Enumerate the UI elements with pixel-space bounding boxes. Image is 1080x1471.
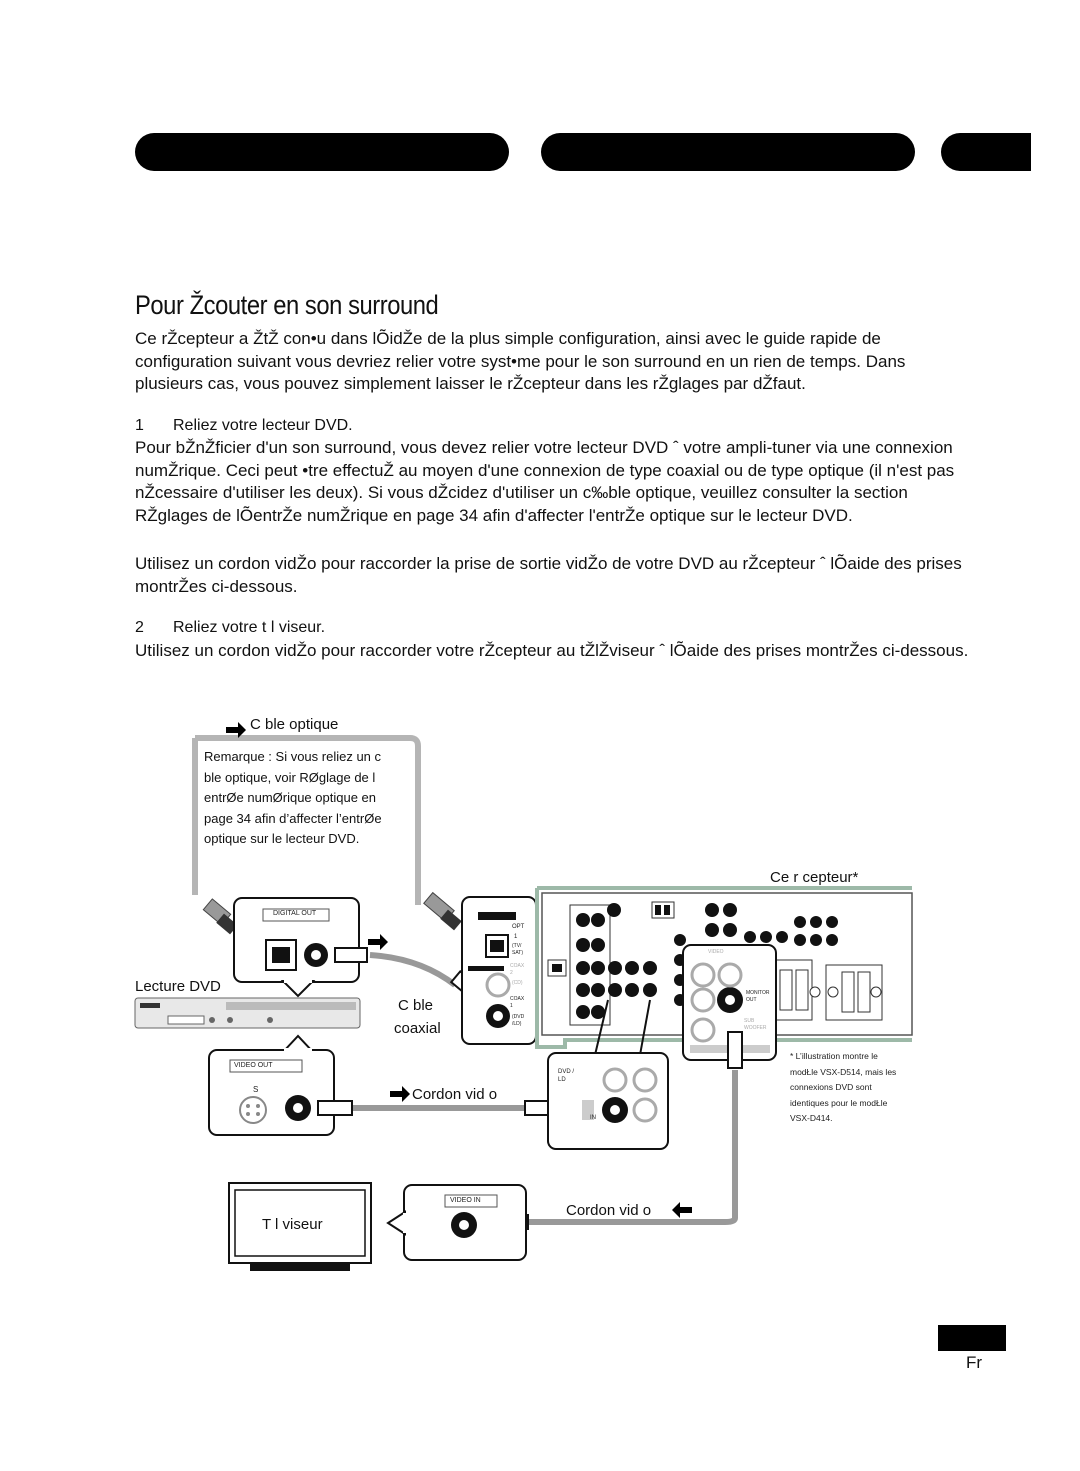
coax-plug-receiver xyxy=(449,969,487,1005)
jack-label-video-out: VIDEO OUT xyxy=(234,1062,273,1069)
label-cordon-video-1: Cordon vid o xyxy=(412,1086,498,1103)
video-cord-2 xyxy=(520,1070,738,1225)
step-1-paragraph-2: Utilisez un cordon vidŽo pour raccorder … xyxy=(135,554,962,596)
step-1-number: 1 xyxy=(135,417,144,434)
coaxial-cable xyxy=(369,952,457,988)
jack-label-s: S xyxy=(253,1085,259,1094)
jack-label-coax1: COAX 1 xyxy=(510,996,525,1009)
jack-label-opt-1: 1 xyxy=(514,934,518,940)
arrow-left-icon xyxy=(672,1202,692,1218)
step-2-paragraph: Utilisez un cordon vidŽo pour raccorder … xyxy=(135,641,969,660)
header-bar-center xyxy=(541,133,915,171)
note-remarque: Remarque : Si vous reliez un c ble optiq… xyxy=(204,749,382,846)
header-bar-left xyxy=(135,133,509,171)
label-cable-optique: C ble optique xyxy=(250,716,339,733)
header-bar-right xyxy=(941,133,1031,171)
receiver-back-panel xyxy=(535,886,913,1049)
page-language: Fr xyxy=(966,1353,983,1372)
jack-label-sub-woofer: SUB WOOFER xyxy=(744,1018,767,1031)
jack-label-coax1-dvd: (DVD /LD) xyxy=(512,1014,525,1027)
label-televiseur: T l viseur xyxy=(262,1216,323,1233)
page-title: Pour Žcouter en son surround xyxy=(135,290,439,320)
step-2-text: Reliez votre t l viseur. xyxy=(173,619,326,636)
dvd-video-out-panel xyxy=(208,1034,335,1136)
step-2-number: 2 xyxy=(135,619,144,636)
jack-label-digital-out: DIGITAL OUT xyxy=(273,910,317,917)
label-cable-coaxial-2: coaxial xyxy=(394,1020,441,1037)
label-cordon-video-2: Cordon vid o xyxy=(566,1202,652,1219)
arrow-right-icon xyxy=(368,934,388,950)
optical-plug-left xyxy=(202,898,238,935)
jack-label-monitor: MONITOR OUT xyxy=(746,990,770,1003)
arrow-right-icon xyxy=(226,722,246,738)
video-plug-tv xyxy=(499,1214,529,1230)
step-1-paragraph-1: Pour bŽnŽficier d'un son surround, vous … xyxy=(135,438,955,525)
jack-label-video-in: VIDEO IN xyxy=(450,1197,481,1204)
coax-plug-dvd xyxy=(334,947,368,963)
page-number-tab xyxy=(938,1325,1006,1351)
jack-label-in: IN xyxy=(590,1115,596,1121)
jack-label-dvd-ld: DVD / LD xyxy=(558,1069,575,1083)
jack-label-opt-tv: (TV/ SAT) xyxy=(512,943,524,956)
jack-label-video: VIDEO xyxy=(708,949,724,955)
label-cable-coaxial-1: C ble xyxy=(398,997,434,1014)
video-plug-monitor xyxy=(727,1031,743,1069)
jack-label-coax2: COAX 2 xyxy=(510,963,525,976)
label-lecture-dvd: Lecture DVD xyxy=(135,978,221,995)
arrow-right-icon xyxy=(390,1086,410,1102)
footnote: * L’illustration montre le modŁle VSX-D5… xyxy=(790,1051,897,1123)
dvd-player xyxy=(134,997,361,1029)
optical-plug-right xyxy=(423,891,462,931)
video-plug-dvd xyxy=(317,1100,353,1116)
jack-label-opt: OPT xyxy=(512,924,525,930)
step-2-heading: 2 Reliez votre t l viseur. xyxy=(135,619,325,637)
step-1-text: Reliez votre lecteur DVD. xyxy=(173,417,353,434)
step-1-heading: 1 Reliez votre lecteur DVD. xyxy=(135,417,353,435)
jack-label-coax2-cd: (CD) xyxy=(512,980,523,986)
video-plug-receiver-in xyxy=(524,1100,560,1116)
label-ce-recepteur: Ce r cepteur* xyxy=(770,869,859,886)
intro-paragraph: Ce rŽcepteur a ŽtŽ con•u dans lÕidŽe de … xyxy=(135,329,906,393)
